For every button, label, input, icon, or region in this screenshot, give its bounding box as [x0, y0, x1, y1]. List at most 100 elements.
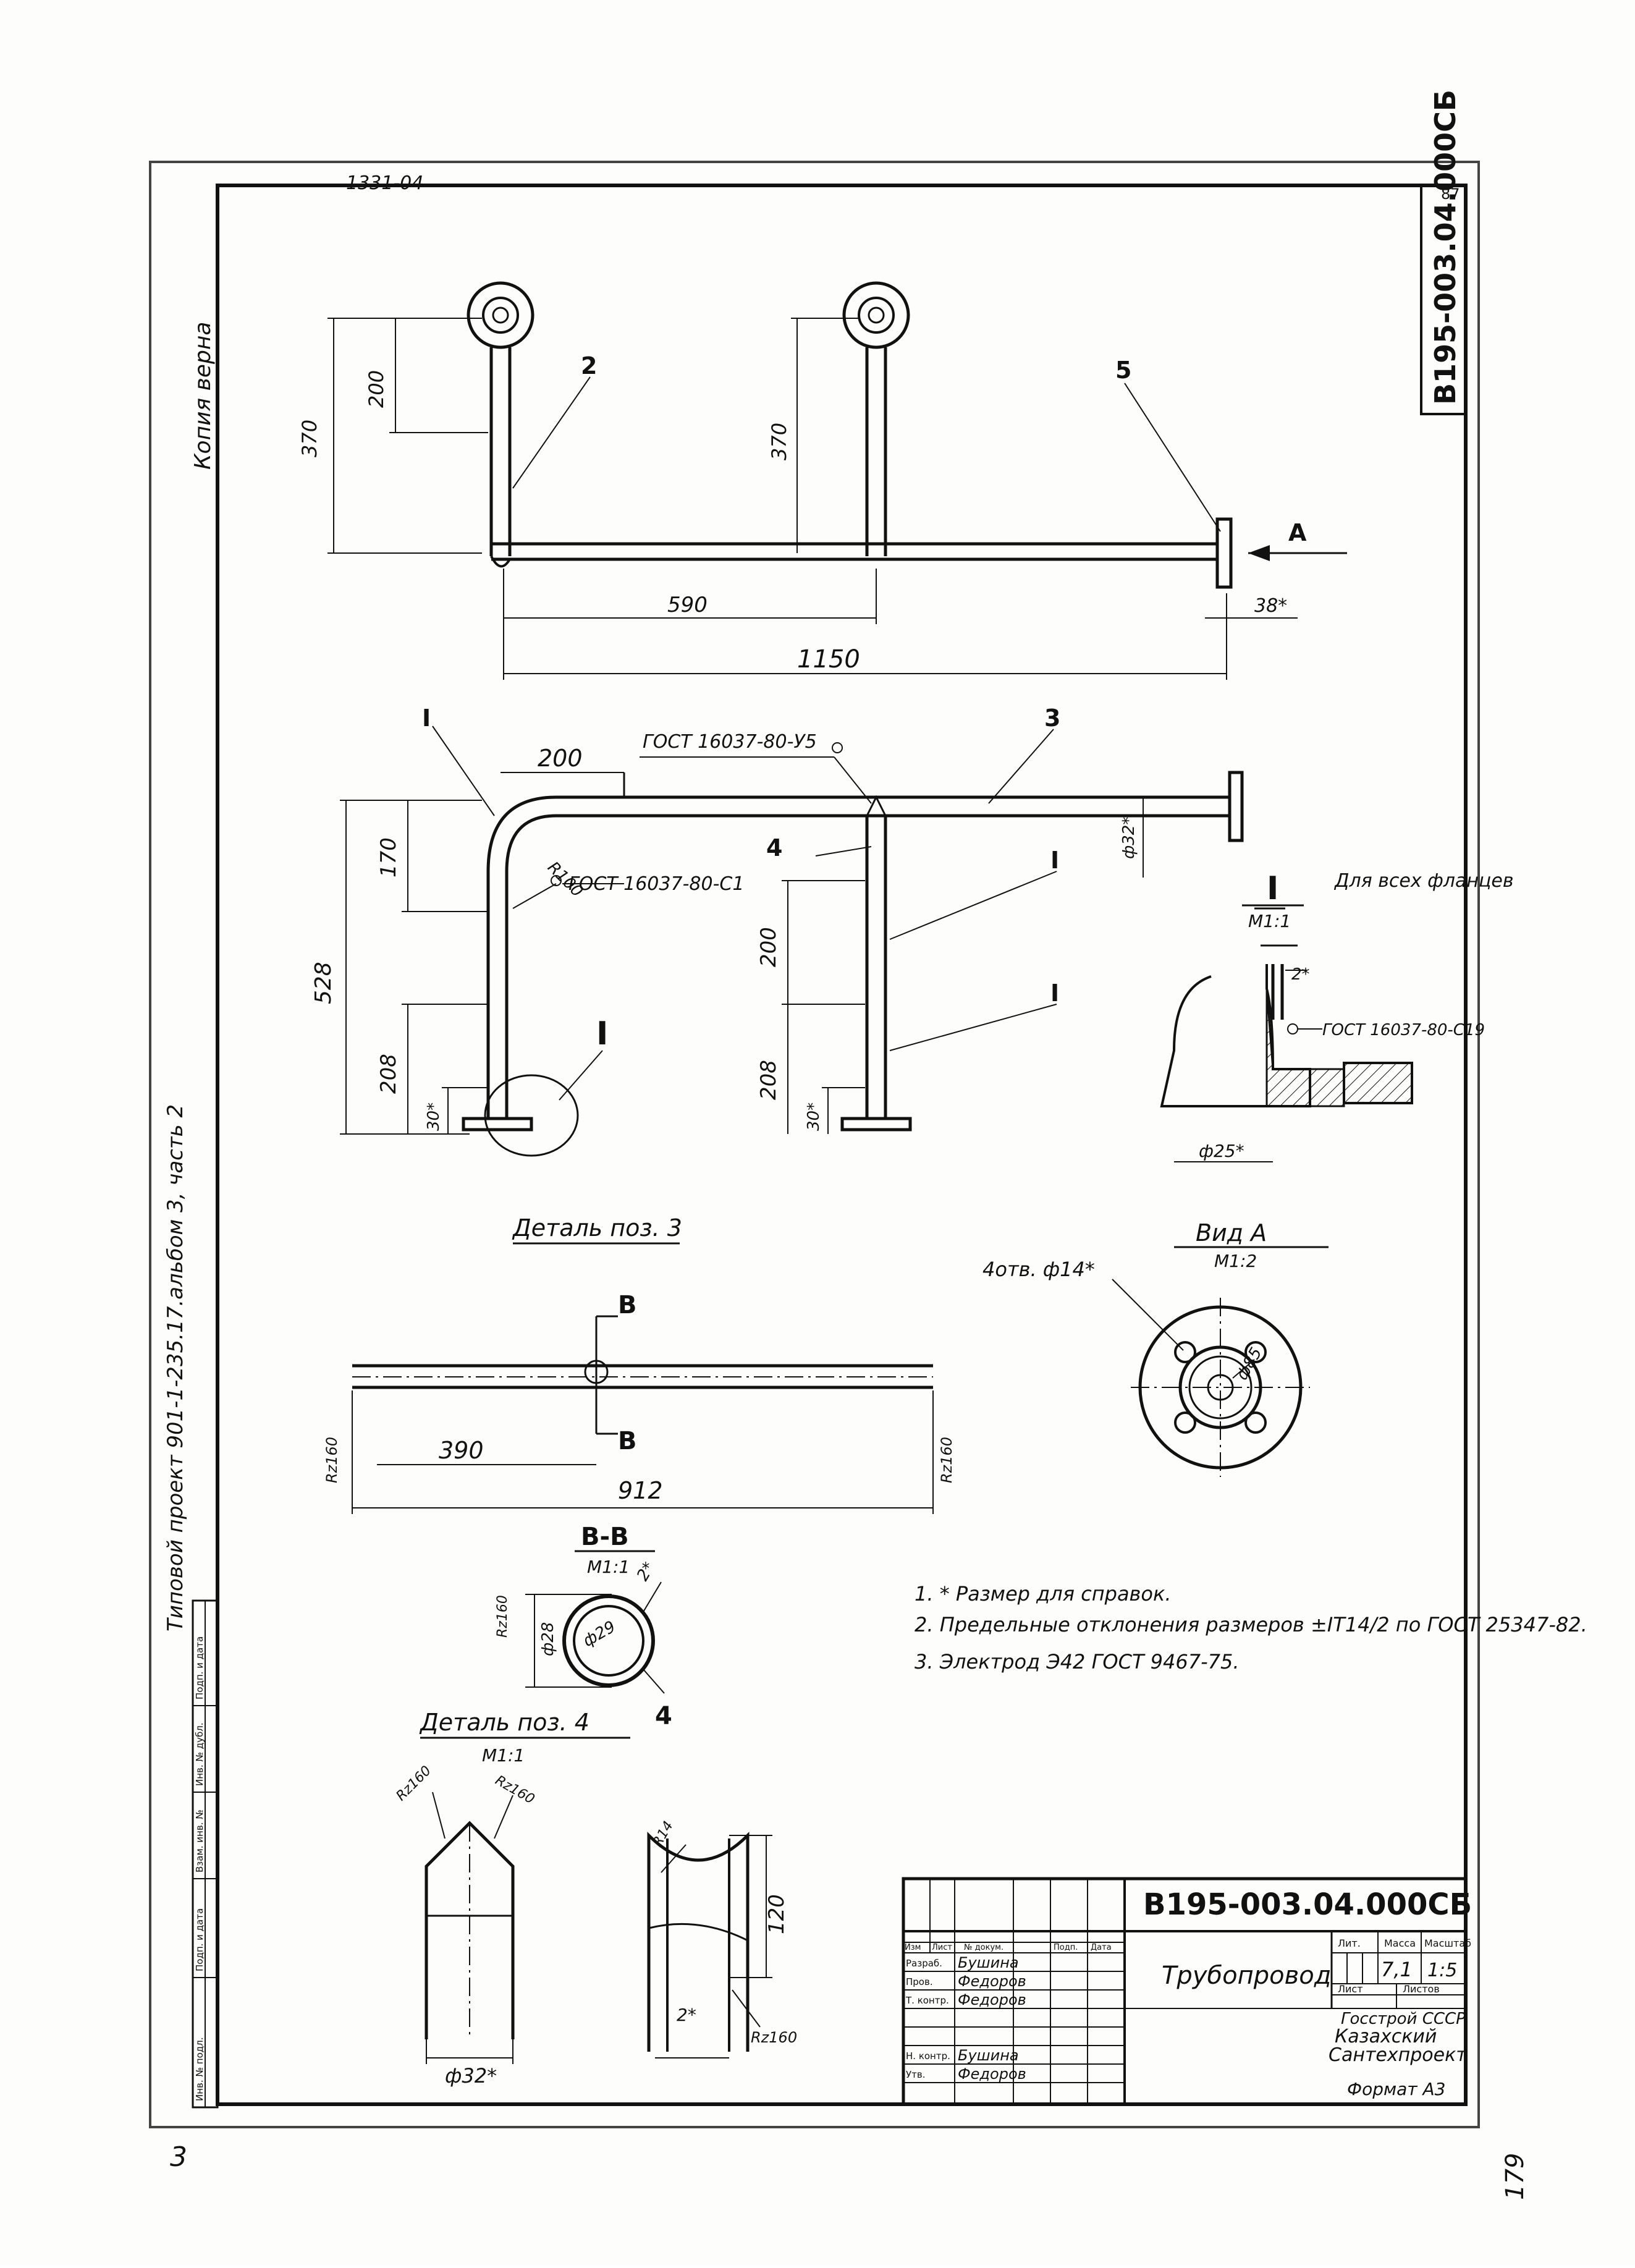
tb-col-date: Дата	[1091, 1943, 1112, 1952]
outer-border	[149, 161, 1480, 2128]
detail-3-rz-right: Rz160	[938, 1437, 955, 1483]
detail-3-title: Деталь поз. 3	[512, 1214, 682, 1242]
detail-I	[1160, 907, 1413, 1162]
section-bb-title: В-В	[581, 1523, 629, 1551]
tb-person-tkontr: Федоров	[958, 1991, 1026, 2008]
tb-col-list: Лист	[932, 1943, 952, 1952]
strip-inv: Инв. № подл.	[194, 2037, 205, 2101]
section-bb-d2: 2*	[633, 1559, 659, 1585]
section-bb-d28: ф28	[539, 1622, 557, 1656]
detail-I-scale: М1:1	[1248, 911, 1291, 931]
dim-38: 38*	[1254, 595, 1287, 617]
tb-role-prov: Пров.	[906, 1976, 933, 1987]
title-block-name: Трубопровод	[1162, 1961, 1331, 1990]
tb-person-prov: Федоров	[958, 1973, 1026, 1990]
detail-3-section-b-bottom: B	[618, 1427, 637, 1455]
note-2: 2. Предельные отклонения размеров ±IT14/…	[915, 1613, 1587, 1636]
detail-I-gost: ГОСТ 16037-80-С19	[1322, 1021, 1485, 1039]
tb-format: Формат А3	[1347, 2079, 1445, 2099]
top-code: 1331-04	[346, 172, 423, 194]
dim-590: 590	[667, 593, 708, 617]
section-bb-d29: ф29	[580, 1617, 619, 1651]
note-1: 1. * Размер для справок.	[915, 1582, 1171, 1606]
drawing-frame	[216, 184, 1468, 2106]
front-dim-208-b: 208	[756, 1060, 781, 1100]
gost-16037-u5: ГОСТ 16037-80-У5	[643, 731, 817, 753]
callout-3: 3	[1044, 705, 1060, 732]
project-note: Типовой проект 901-1-235.17.альбом 3, ча…	[163, 1104, 188, 1631]
detail-4-d120: 120	[764, 1894, 789, 1934]
detail-I-note: Для всех фланцев	[1333, 870, 1514, 892]
vertical-doc-code: В195-003.04.000СБ	[1429, 90, 1462, 405]
detail-4-rz2: Rz160	[492, 1773, 537, 1808]
front-view	[340, 726, 1244, 1157]
front-dim-200: 200	[538, 745, 583, 772]
detail-4-d32: ф32*	[445, 2064, 497, 2088]
dim-200: 200	[365, 370, 388, 408]
note-3: 3. Электрод Э42 ГОСТ 9467-75.	[915, 1650, 1240, 1673]
strip-inv-dubl: Инв. № дубл.	[194, 1722, 205, 1786]
detail-3-dim-390: 390	[439, 1437, 484, 1464]
detail-3-rz-left: Rz160	[323, 1437, 340, 1483]
tb-col-izm: Изм	[905, 1943, 921, 1952]
front-dim-208-a: 208	[376, 1054, 401, 1094]
side-strip: Инв. № подл. Подп. и дата Взам. инв. № И…	[192, 1599, 219, 2109]
front-dim-30-b: 30*	[805, 1102, 823, 1131]
tb-person-nkontr: Бушина	[958, 2047, 1019, 2064]
title-block	[902, 1877, 1468, 2106]
tb-col-sign: Подп.	[1054, 1943, 1078, 1952]
vertical-code-box	[1420, 184, 1467, 415]
tb-role-nkontr: Н. контр.	[906, 2050, 950, 2062]
tb-sheets-label: Листов	[1403, 1983, 1440, 1995]
section-bb-scale: М1:1	[587, 1557, 630, 1577]
dim-370-a: 370	[298, 420, 321, 457]
bottom-right-mark: 179	[1501, 2153, 1529, 2200]
copy-note: Копия верна	[190, 322, 216, 470]
view-a-holes: 4отв. ф14*	[982, 1258, 1095, 1281]
view-a-flange	[1112, 1279, 1310, 1477]
tb-role-razrab: Разраб.	[906, 1958, 942, 1969]
tb-scale: 1:5	[1427, 1960, 1457, 1981]
detail-I-d25: ф25*	[1199, 1141, 1244, 1161]
dim-370-b: 370	[767, 423, 791, 460]
detail-4-title: Деталь поз. 4	[419, 1709, 589, 1736]
section-bb-drawing	[525, 1581, 665, 1694]
tb-person-razrab: Бушина	[958, 1954, 1019, 1971]
view-a-title: Вид А	[1196, 1219, 1267, 1246]
bottom-left-mark: 3	[170, 2141, 187, 2173]
dim-1150: 1150	[797, 645, 860, 674]
callout-I-3: I	[1050, 980, 1059, 1007]
section-bb-callout-4: 4	[655, 1702, 672, 1730]
detail-4-r14: R14	[650, 1819, 677, 1850]
tb-org-3: Сантехпроект	[1329, 2044, 1468, 2066]
detail-3-section-b-top: B	[618, 1291, 637, 1319]
detail-3-drawing	[352, 1315, 934, 1514]
tb-lit-label: Лит.	[1338, 1937, 1361, 1949]
tb-sheet-label: Лист	[1338, 1983, 1363, 1995]
detail-3-dim-912: 912	[618, 1477, 663, 1504]
tb-col-doc: № докум.	[964, 1943, 1003, 1952]
tb-mass: 7,1	[1381, 1958, 1413, 1981]
strip-vzam: Взам. инв. №	[194, 1809, 205, 1872]
title-block-code: В195-003.04.000СБ	[1143, 1887, 1472, 1922]
callout-2: 2	[581, 352, 597, 379]
sheet-number: 87	[1441, 185, 1460, 203]
callout-4: 4	[766, 834, 782, 861]
detail-I-title: I	[1267, 870, 1278, 907]
detail-4-rz1: Rz160	[394, 1763, 434, 1804]
front-dim-528: 528	[311, 962, 336, 1004]
front-dim-200-b: 200	[756, 927, 781, 967]
callout-5: 5	[1115, 357, 1131, 384]
detail-4-scale: М1:1	[482, 1745, 525, 1766]
callout-I-2: I	[1050, 847, 1059, 874]
callout-I-1: I	[422, 705, 431, 732]
front-dim-30-a: 30*	[425, 1102, 443, 1131]
front-dim-170: 170	[376, 837, 401, 878]
tb-person-utv: Федоров	[958, 2065, 1026, 2083]
view-arrow-a: A	[1288, 519, 1307, 546]
tb-org-2: Казахский	[1335, 2026, 1437, 2047]
gost-16037-c1: ГОСТ 16037-80-С1	[568, 873, 744, 895]
strip-sign-date: Подп. и дата	[194, 1908, 205, 1971]
tb-role-utv: Утв.	[906, 2069, 926, 2080]
